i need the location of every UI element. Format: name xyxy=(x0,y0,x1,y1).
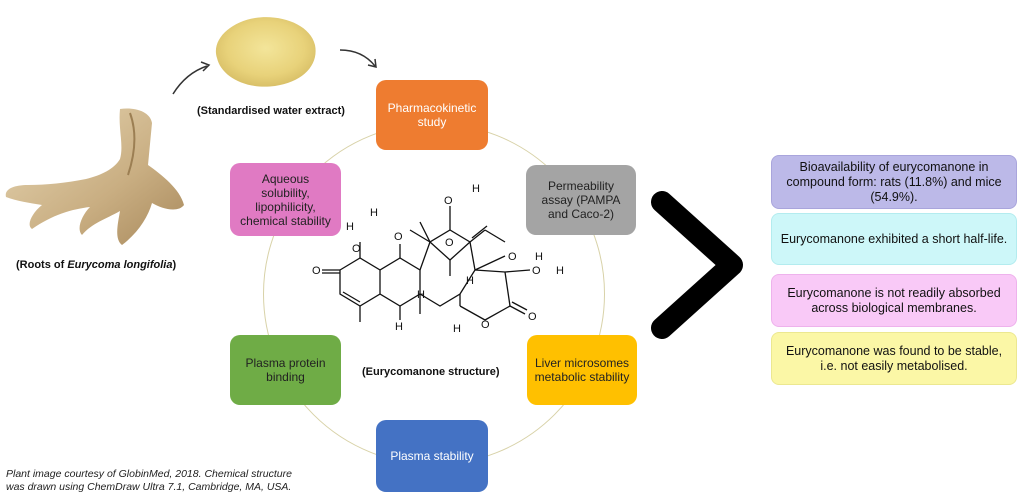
eurycomanone-structure: O O H O H O H O O H O H O O H H H H xyxy=(312,183,564,335)
result-absorption: Eurycomanone is not readily absorbed acr… xyxy=(771,274,1017,327)
plasma-protein-binding-label: Plasma protein binding xyxy=(245,356,326,384)
h-label-3: H xyxy=(472,183,480,195)
chevron-right-icon xyxy=(651,191,743,339)
credit-line-2: was drawn using ChemDraw Ultra 7.1, Camb… xyxy=(6,481,292,493)
lactone-o-label: O xyxy=(481,319,490,331)
aqueous-solubility-label: Aqueous solubility, lipophilicity, chemi… xyxy=(240,171,331,228)
arrow-head-right xyxy=(367,58,377,68)
hydroxyl-o-b-label: O xyxy=(394,231,403,243)
roots-caption: (Roots of Eurycoma longifolia) xyxy=(16,259,177,271)
hydroxyl-o-c-label: O xyxy=(444,195,453,207)
liver-microsomes-label: Liver microsomes metabolic stability xyxy=(534,356,630,384)
extract-caption: (Standardised water extract) xyxy=(197,105,345,117)
liver-microsomes-box: Liver microsomes metabolic stability xyxy=(527,335,637,405)
result-stability-text: Eurycomanone was found to be stable, i.e… xyxy=(785,343,1003,373)
result-half-life-text: Eurycomanone exhibited a short half-life… xyxy=(780,231,1008,246)
h-label-9: H xyxy=(466,275,474,287)
ether-o-label: O xyxy=(445,237,454,249)
plasma-stability-label: Plasma stability xyxy=(390,449,474,463)
lactone-carbonyl-o-label: O xyxy=(528,311,537,323)
image-credit: Plant image courtesy of GlobinMed, 2018.… xyxy=(6,468,326,494)
h-label-6: H xyxy=(417,289,425,301)
h-label-8: H xyxy=(453,323,461,335)
h-label-4: H xyxy=(535,251,543,263)
pk-study-box: Pharmacokinetic study xyxy=(376,80,488,150)
arrow-head-left xyxy=(200,61,211,72)
plasma-stability-box: Plasma stability xyxy=(376,420,488,492)
hydroxyl-o-e-label: O xyxy=(532,265,541,277)
pk-study-label: Pharmacokinetic study xyxy=(387,101,477,129)
ketone-o-label: O xyxy=(312,265,321,277)
credit-line-1: Plant image courtesy of GlobinMed, 2018.… xyxy=(6,468,292,480)
flow-arrows xyxy=(172,49,377,95)
result-half-life: Eurycomanone exhibited a short half-life… xyxy=(771,213,1017,265)
roots-image xyxy=(5,108,185,245)
aqueous-solubility-box: Aqueous solubility, lipophilicity, chemi… xyxy=(230,163,341,236)
h-label-2: H xyxy=(370,207,378,219)
extract-powder-image xyxy=(215,17,316,87)
permeability-label: Permeability assay (PAMPA and Caco-2) xyxy=(541,179,621,221)
plasma-protein-binding-box: Plasma protein binding xyxy=(230,335,341,405)
result-bioavailability-text: Bioavailability of eurycomanone in compo… xyxy=(786,159,1002,204)
hydroxyl-o-a-label: O xyxy=(352,243,361,255)
result-absorption-text: Eurycomanone is not readily absorbed acr… xyxy=(787,285,1001,315)
h-label-7: H xyxy=(395,321,403,333)
result-stability: Eurycomanone was found to be stable, i.e… xyxy=(771,332,1017,385)
structure-caption: (Eurycomanone structure) xyxy=(362,366,500,378)
permeability-box: Permeability assay (PAMPA and Caco-2) xyxy=(526,165,636,235)
h-label-5: H xyxy=(556,265,564,277)
h-label-1: H xyxy=(346,221,354,233)
hydroxyl-o-d-label: O xyxy=(508,251,517,263)
result-bioavailability: Bioavailability of eurycomanone in compo… xyxy=(771,155,1017,209)
